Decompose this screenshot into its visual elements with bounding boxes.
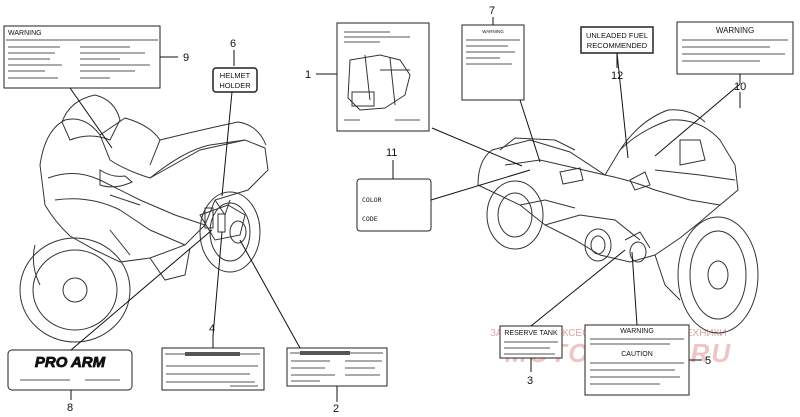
label-5-warning-caution: WARNING CAUTION — [584, 324, 690, 396]
callout-7: 7 — [489, 5, 495, 17]
label-3-reserve-tank: RESERVE TANK — [499, 325, 563, 359]
helmet-line2: HOLDER — [219, 81, 251, 90]
label-4 — [161, 347, 265, 391]
pro-arm-text: PRO ARM — [35, 354, 106, 371]
label-6-helmet-holder: HELMET HOLDER — [212, 67, 258, 93]
label-11-color-code: COLOR CODE — [356, 178, 432, 232]
caution-5-title: CAUTION — [621, 351, 653, 358]
warning-9-title: WARNING — [8, 30, 42, 37]
callout-2: 2 — [333, 403, 339, 415]
callout-numbers: 9 6 1 7 12 10 11 8 4 2 3 5 — [67, 5, 746, 415]
label-9-warning: WARNING — [3, 25, 161, 89]
callout-5: 5 — [705, 355, 711, 367]
callout-3: 3 — [527, 375, 533, 387]
left-motorcycle — [19, 94, 269, 343]
color-line2: CODE — [362, 215, 378, 223]
warning-7-title: WARNING — [482, 29, 504, 34]
right-motorcycle — [477, 109, 759, 334]
label-1-diagram — [336, 22, 430, 132]
callout-1: 1 — [305, 69, 311, 81]
label-7-warning: WARNING — [461, 24, 525, 101]
label-12-fuel: UNLEADED FUEL RECOMMENDED — [580, 26, 654, 54]
callout-12: 12 — [611, 70, 623, 82]
label-2 — [286, 347, 388, 387]
label-10-warning: WARNING — [676, 21, 794, 75]
warning-10-title: WARNING — [716, 26, 754, 35]
leader-lines — [69, 17, 741, 402]
helmet-line1: HELMET — [220, 71, 251, 80]
reserve-text: RESERVE TANK — [504, 330, 558, 337]
fuel-line2: RECOMMENDED — [587, 41, 648, 50]
fuel-line1: UNLEADED FUEL — [586, 31, 648, 40]
color-line1: COLOR — [362, 196, 382, 204]
callout-4: 4 — [209, 323, 215, 335]
callout-8: 8 — [67, 402, 73, 414]
callout-10: 10 — [734, 81, 746, 93]
label-8-pro-arm: PRO ARM — [7, 349, 133, 391]
warning-5-title: WARNING — [620, 328, 654, 335]
callout-6: 6 — [230, 38, 236, 50]
callout-9: 9 — [183, 52, 189, 64]
callout-11: 11 — [386, 147, 397, 159]
